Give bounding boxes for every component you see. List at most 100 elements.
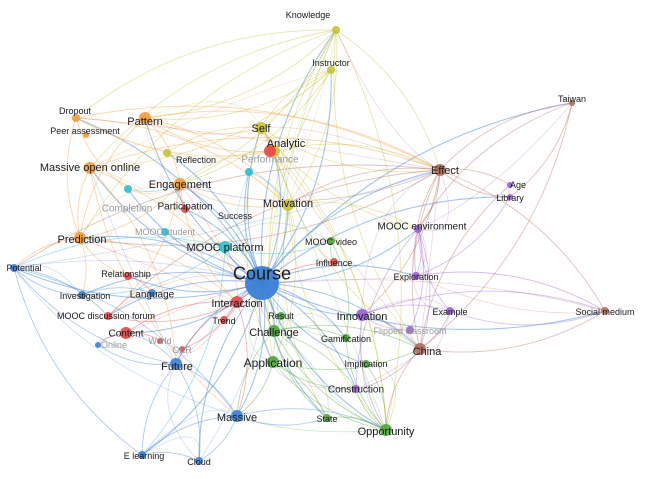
- link-effect-mooc_env: [417, 169, 441, 230]
- term-nodes: [10, 26, 609, 465]
- node-prediction[interactable]: [74, 232, 86, 244]
- node-exploration[interactable]: [412, 272, 420, 280]
- node-elearning[interactable]: [138, 451, 146, 459]
- node-world[interactable]: [157, 338, 163, 344]
- link-mooc_online-effect: [89, 137, 441, 171]
- node-course[interactable]: [245, 266, 279, 300]
- node-language[interactable]: [148, 289, 156, 297]
- node-instructor[interactable]: [327, 66, 335, 74]
- node-mooc_video[interactable]: [327, 237, 335, 245]
- link-shadow-instructor-mooc_online: [89, 69, 332, 169]
- link-analytic-china: [273, 150, 421, 350]
- link-shadow-dropout-analytic: [75, 117, 275, 160]
- node-cloud[interactable]: [195, 457, 203, 465]
- node-content[interactable]: [120, 327, 132, 339]
- node-engagement[interactable]: [174, 178, 186, 190]
- label-performance: Performance: [241, 155, 299, 166]
- node-mooc_env[interactable]: [414, 225, 422, 233]
- node-relationship[interactable]: [124, 272, 132, 280]
- node-massive[interactable]: [231, 410, 243, 422]
- link-shadow-elearning-cloud: [141, 436, 201, 462]
- link-course-exploration: [261, 264, 417, 284]
- label-trend: Trend: [212, 316, 235, 326]
- link-application-china: [272, 348, 421, 370]
- link-interaction-massive: [236, 301, 248, 417]
- link-pattern-effect: [144, 110, 441, 171]
- link-innovation-example: [361, 304, 451, 316]
- link-effect-motivation: [287, 167, 441, 206]
- node-peer[interactable]: [83, 132, 89, 138]
- node-construction[interactable]: [352, 385, 360, 393]
- link-mooc_platform-mooc_video: [224, 240, 332, 255]
- label-language: Language: [130, 290, 175, 301]
- link-course-library: [261, 196, 511, 284]
- node-self[interactable]: [255, 122, 267, 134]
- node-mooc_student[interactable]: [161, 228, 169, 236]
- link-motivation-application: [272, 204, 297, 363]
- link-analytic-effect: [273, 143, 441, 171]
- node-state[interactable]: [323, 414, 331, 422]
- node-mooc_forum[interactable]: [104, 312, 112, 320]
- link-pattern-engagement: [144, 117, 181, 185]
- link-future-cloud: [175, 363, 201, 462]
- node-example[interactable]: [446, 307, 454, 315]
- link-effect-potential: [13, 164, 441, 269]
- node-online[interactable]: [95, 342, 101, 348]
- label-world: World: [148, 336, 171, 346]
- node-mooc_platform[interactable]: [219, 241, 231, 253]
- node-interaction[interactable]: [231, 296, 243, 308]
- link-shadow-innovation-example: [361, 298, 451, 316]
- link-china-social_medium: [419, 310, 606, 353]
- link-course-elearning: [141, 282, 263, 456]
- label-oer: OER: [172, 345, 192, 355]
- node-participation[interactable]: [181, 205, 189, 213]
- node-trend[interactable]: [220, 316, 228, 324]
- link-instructor-engagement: [179, 69, 332, 185]
- link-effect-age: [439, 168, 511, 186]
- node-knowledge[interactable]: [332, 26, 340, 34]
- label-mooc_forum: MOOC discussion forum: [57, 311, 155, 321]
- node-result[interactable]: [277, 312, 285, 320]
- node-social_medium[interactable]: [601, 307, 609, 315]
- link-future-elearning: [141, 363, 177, 456]
- node-performance[interactable]: [264, 145, 276, 157]
- node-reflection[interactable]: [163, 149, 171, 157]
- node-challenge[interactable]: [268, 325, 280, 337]
- node-taiwan[interactable]: [569, 100, 575, 106]
- label-mooc_video: MOOC video: [305, 237, 357, 247]
- node-completion[interactable]: [124, 185, 132, 193]
- node-dropout[interactable]: [72, 114, 80, 122]
- link-knowledge-dropout: [75, 29, 337, 119]
- node-mooc_online[interactable]: [84, 162, 96, 174]
- node-opportunity[interactable]: [380, 424, 392, 436]
- node-future[interactable]: [170, 358, 182, 370]
- node-pattern[interactable]: [139, 112, 151, 124]
- link-shadow-dropout-effect: [75, 117, 441, 171]
- link-mooc_platform-potential: [13, 236, 226, 269]
- node-library[interactable]: [507, 194, 513, 200]
- node-age[interactable]: [507, 182, 513, 188]
- link-knowledge-motivation: [287, 29, 338, 206]
- node-flipped[interactable]: [406, 326, 414, 334]
- label-cloud: Cloud: [187, 457, 211, 467]
- node-influence[interactable]: [330, 258, 338, 266]
- node-innovation[interactable]: [356, 309, 368, 321]
- node-success[interactable]: [245, 168, 253, 176]
- link-application-massive: [236, 361, 274, 417]
- node-oer[interactable]: [179, 346, 185, 352]
- label-peer: Peer assessment: [50, 126, 120, 136]
- node-china[interactable]: [414, 343, 426, 355]
- node-implication[interactable]: [362, 360, 370, 368]
- node-application[interactable]: [267, 356, 279, 368]
- link-challenge-massive: [236, 330, 275, 417]
- link-mooc_online-massive: [89, 167, 238, 417]
- label-age: Age: [510, 180, 526, 190]
- node-gamification[interactable]: [342, 334, 350, 342]
- node-effect[interactable]: [434, 164, 446, 176]
- link-mooc_online-challenge: [89, 167, 275, 332]
- link-course-effect: [261, 169, 441, 284]
- link-course-investigation: [81, 271, 263, 296]
- node-investigation[interactable]: [78, 291, 86, 299]
- node-motivation[interactable]: [282, 199, 294, 211]
- node-potential[interactable]: [10, 264, 18, 272]
